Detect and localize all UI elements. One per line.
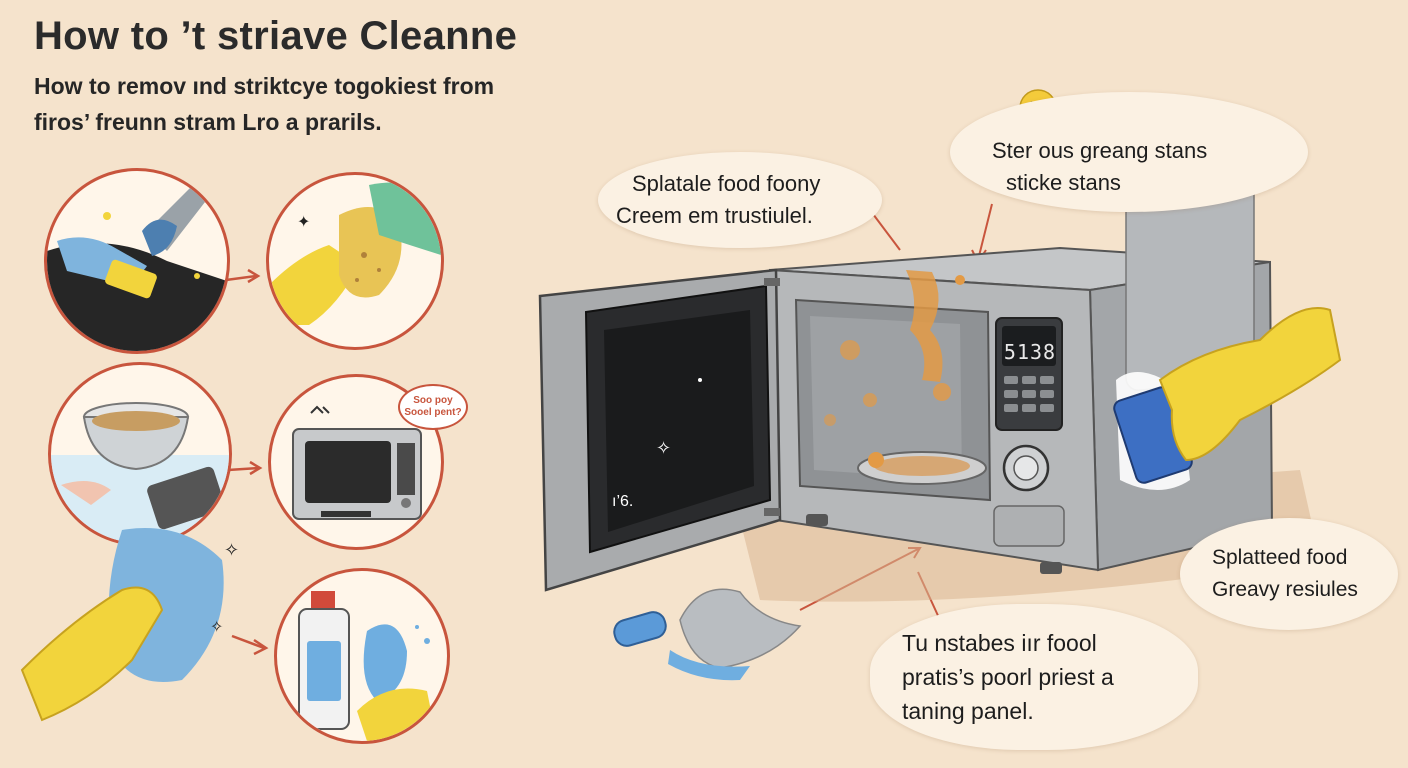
svg-text:ı’6.: ı’6. [612,493,633,510]
callout-grease-stains-line-2: sticke stans [1006,170,1121,195]
microwave-small-illustration [292,405,422,520]
svg-text:✧: ✧ [224,540,239,560]
callout-splatter-food-line-2: Creem em trustiulel. [616,203,813,228]
spray-bottle-illustration [298,591,437,741]
scrub-surface-illustration [47,181,227,351]
step-circle-wipe-sponge: ✦ [266,172,444,350]
step-circle-soak-bowl [48,362,232,546]
subtitle-line-2: firos’ freunn stram Lro a prarils. [34,109,382,135]
callout-turntable-panel: Tu nstabes iır foool pratis’s poorl prie… [870,604,1198,750]
svg-text:✧: ✧ [656,438,671,458]
callout-turntable-panel-line-3: taning panel. [902,698,1034,724]
glove-cloth-illustration: ✧ ✧ [20,528,239,722]
callout-turntable-panel-line-2: pratis’s poorl priest a [902,664,1114,690]
callout-greasy-residue: Splatteed food Greavy resiules [1180,518,1398,630]
page-title: How to ’t striave Cleanne [34,14,518,58]
step-circle-spray-bottle [274,568,450,744]
step-note-bubble: Soo poy Sooel pent? [398,384,468,430]
page-subtitle: How to remov ınd striktcye togokiest fro… [34,68,594,140]
callout-grease-stains: Ster ous greang stans sticke stans [950,92,1308,212]
step-note-line-2: Sooel pent? [404,407,462,418]
svg-text:✦: ✦ [297,214,310,231]
subtitle-line-1: How to remov ınd striktcye togokiest fro… [34,73,495,99]
callout-greasy-residue-line-1: Splatteed food [1212,546,1348,569]
svg-text:✧: ✧ [210,619,223,636]
callout-splatter-food: Splatale food foony Creem em trustiulel. [598,152,882,248]
step-circle-scrub-surface [44,168,230,354]
step-note-line-1: Soo poy [413,395,453,406]
callout-turntable-panel-line-1: Tu nstabes iır foool [902,630,1097,656]
callout-greasy-residue-line-2: Greavy resiules [1212,578,1358,601]
callout-grease-stains-line-1: Ster ous greang stans [992,138,1208,163]
callout-splatter-food-line-1: Splatale food foony [632,171,821,196]
microwave-display-time: 5138 [1003,340,1057,364]
